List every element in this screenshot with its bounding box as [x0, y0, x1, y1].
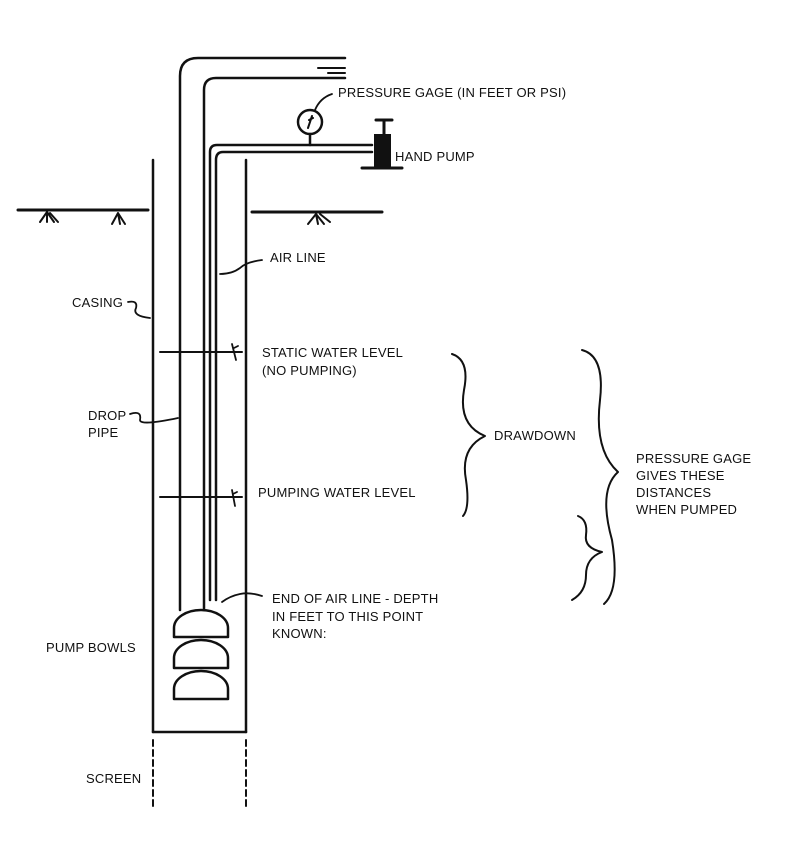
gage-note-line-2: GIVES THESE [636, 468, 725, 483]
static-level-label-2: (NO PUMPING) [262, 363, 357, 378]
hand-pump-label: HAND PUMP [395, 149, 475, 164]
screen-label: SCREEN [86, 771, 141, 786]
end-air-line-label-3: KNOWN: [272, 626, 327, 641]
gage-note-line-3: DISTANCES [636, 485, 711, 500]
pumping-level-label: PUMPING WATER LEVEL [258, 485, 416, 500]
end-air-line-label-2: IN FEET TO THIS POINT [272, 609, 423, 624]
air-line [208, 143, 374, 602]
drawdown-brace [451, 353, 486, 517]
gage-note-line-4: WHEN PUMPED [636, 502, 737, 517]
screen [152, 739, 247, 809]
drawdown-label: DRAWDOWN [494, 428, 576, 443]
ground-surface [16, 208, 384, 225]
static-level-label-1: STATIC WATER LEVEL [262, 345, 403, 360]
pump-bowls-icon [172, 608, 230, 701]
gage-note-line-1: PRESSURE GAGE [636, 451, 751, 466]
drop-pipe-label-2: PIPE [88, 425, 119, 440]
leader-lines [127, 259, 263, 603]
static-water-level-line [159, 343, 243, 361]
drop-pipe-label-1: DROP [88, 408, 126, 423]
pressure-gage-icon [296, 93, 333, 147]
gage-distances-brace [581, 349, 619, 605]
small-lower-brace [571, 515, 603, 601]
casing-label: CASING [72, 295, 123, 310]
air-line-label: AIR LINE [270, 250, 326, 265]
pressure-gage-label: PRESSURE GAGE (IN FEET OR PSI) [338, 85, 566, 100]
hand-pump-icon [360, 118, 404, 170]
pump-bowls-label: PUMP BOWLS [46, 640, 136, 655]
pumping-water-level-line [159, 489, 243, 507]
end-air-line-label-1: END OF AIR LINE - DEPTH [272, 591, 438, 606]
drop-pipe [178, 56, 347, 612]
casing [151, 158, 248, 734]
